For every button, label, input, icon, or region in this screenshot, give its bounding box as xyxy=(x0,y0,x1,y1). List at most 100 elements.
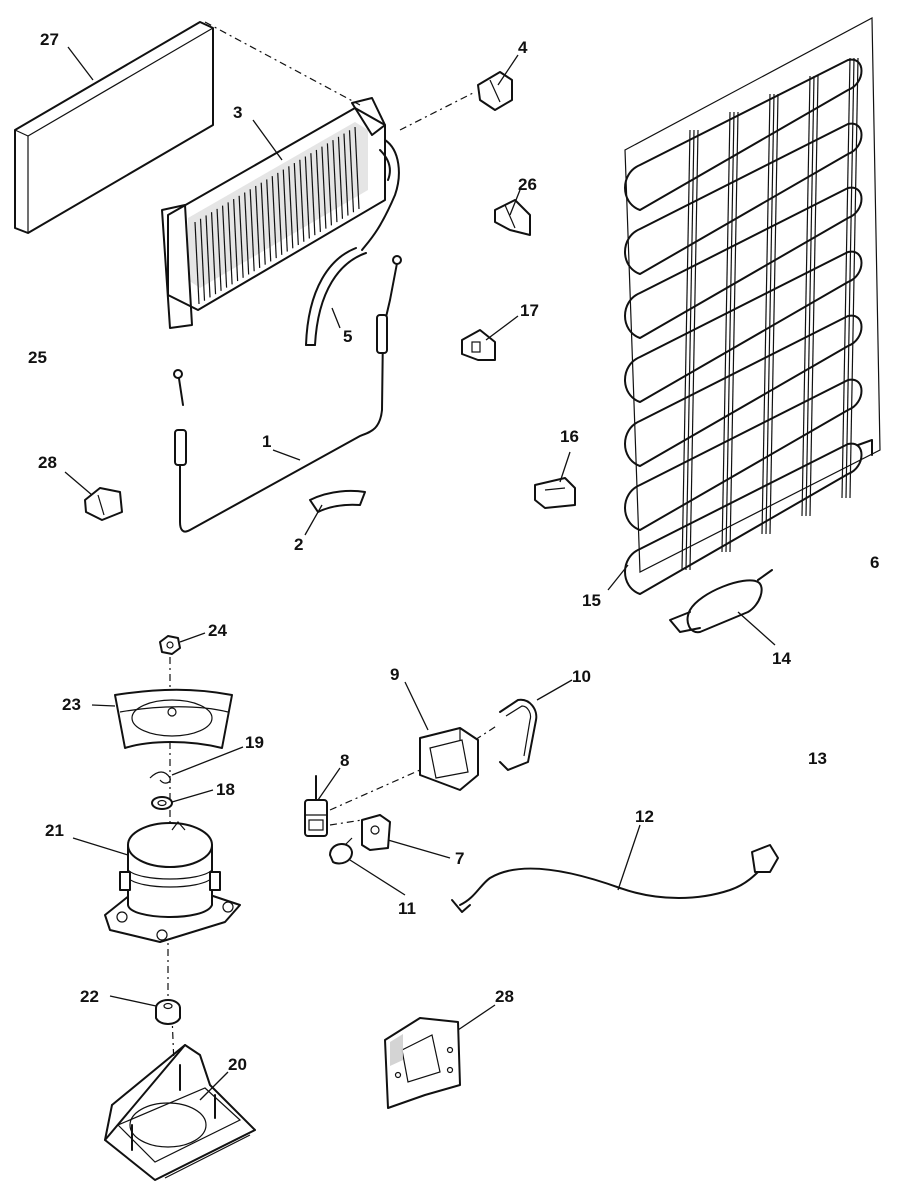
condenser-rail xyxy=(725,111,735,553)
condenser-coil xyxy=(624,250,863,403)
label-9: 9 xyxy=(390,665,399,684)
part-18-grommet xyxy=(151,796,173,810)
label-10: 10 xyxy=(572,667,591,686)
evaporator-fin xyxy=(266,179,272,262)
part-8-relay xyxy=(304,775,328,837)
label-16: 16 xyxy=(560,427,579,446)
label-13: 13 xyxy=(808,749,827,768)
label-5: 5 xyxy=(343,327,352,346)
part-11-plug xyxy=(329,837,353,865)
part-4-bracket xyxy=(477,71,513,111)
part-24-nut xyxy=(159,635,181,655)
part-27-panel xyxy=(14,21,214,234)
label-24: 24 xyxy=(208,621,227,640)
evaporator-fin xyxy=(321,146,327,229)
evaporator-fin xyxy=(304,156,310,239)
part-22-grommet xyxy=(155,999,181,1025)
evaporator-fin xyxy=(354,126,360,210)
label-8: 8 xyxy=(340,751,349,770)
label-17: 17 xyxy=(520,301,539,320)
condenser-rail xyxy=(849,57,859,499)
part-7-bracket xyxy=(361,814,391,851)
condenser-rail xyxy=(761,93,771,535)
evaporator-fin xyxy=(199,218,206,301)
part-26-clip xyxy=(494,199,531,236)
label-4: 4 xyxy=(518,38,528,57)
condenser-rail xyxy=(689,129,699,571)
label-20: 20 xyxy=(228,1055,247,1074)
evaporator-fin xyxy=(310,153,316,236)
part-20-baseplate xyxy=(104,1044,256,1181)
condenser-coil xyxy=(624,186,863,339)
condenser-rail xyxy=(685,129,695,571)
evaporator-fin xyxy=(210,212,217,295)
condenser-rail xyxy=(845,57,855,499)
condenser-rail xyxy=(721,111,731,553)
evaporator-fin xyxy=(260,182,266,265)
condenser-coil xyxy=(624,314,863,467)
condenser-rail xyxy=(769,93,779,535)
part-9-overload xyxy=(419,727,479,791)
label-26: 26 xyxy=(518,175,537,194)
part-12-cord xyxy=(451,844,779,913)
label-12: 12 xyxy=(635,807,654,826)
label-28-lower: 28 xyxy=(495,987,514,1006)
part-10-clip xyxy=(499,698,538,771)
evaporator-fin xyxy=(315,149,321,232)
part-28-clip-upper xyxy=(84,487,123,521)
part-23-cover xyxy=(114,688,233,749)
part-5-tube xyxy=(305,247,367,346)
evaporator-fin xyxy=(271,176,277,259)
condenser-coil xyxy=(624,58,863,211)
condenser-rail xyxy=(801,75,811,517)
label-22: 22 xyxy=(80,987,99,1006)
part-labels: 27 4 3 26 5 17 25 16 1 28 2 15 6 14 24 9… xyxy=(28,30,879,1074)
label-7: 7 xyxy=(455,849,464,868)
label-27: 27 xyxy=(40,30,59,49)
label-14: 14 xyxy=(772,649,791,668)
label-23: 23 xyxy=(62,695,81,714)
evaporator-fin xyxy=(343,133,349,216)
evaporator-fin xyxy=(288,166,294,249)
label-2: 2 xyxy=(294,535,303,554)
part-14-drier xyxy=(669,569,773,634)
evaporator-fin xyxy=(233,199,239,282)
evaporator-fin xyxy=(293,163,299,246)
evaporator-fin xyxy=(326,143,333,226)
evaporator-fin xyxy=(337,136,344,219)
evaporator-fin xyxy=(282,169,288,252)
evaporator-fin xyxy=(244,192,250,275)
label-3: 3 xyxy=(233,103,242,122)
evaporator-fin xyxy=(348,130,355,213)
part-16-bracket xyxy=(534,477,576,509)
part-21-compressor xyxy=(104,821,241,943)
label-25: 25 xyxy=(28,348,47,367)
evaporator-fin xyxy=(216,208,222,291)
evaporator-fin xyxy=(332,140,338,223)
condenser-rail xyxy=(805,75,815,517)
part-17-clip xyxy=(461,329,496,361)
label-21: 21 xyxy=(45,821,64,840)
evaporator-fin xyxy=(227,202,233,285)
part-1-capillary xyxy=(173,255,402,533)
condenser-rail xyxy=(681,129,691,571)
part-2-clip xyxy=(309,490,366,513)
evaporator-fin xyxy=(238,195,244,278)
evaporator-fin xyxy=(221,205,228,288)
label-28-upper: 28 xyxy=(38,453,57,472)
part-28-shield-lower xyxy=(384,1017,461,1109)
condenser-rail xyxy=(809,75,819,517)
part-6-condenser xyxy=(624,17,881,595)
label-15: 15 xyxy=(582,591,601,610)
evaporator-fin xyxy=(299,159,305,242)
condenser-rail xyxy=(765,93,775,535)
evaporator-fin xyxy=(277,172,283,255)
evaporator-fin xyxy=(205,215,211,298)
condenser-rail xyxy=(841,57,851,499)
condenser-rail xyxy=(729,111,739,553)
part-3-evaporator xyxy=(161,97,400,329)
label-6: 6 xyxy=(870,553,879,572)
part-19-clip xyxy=(149,771,171,784)
label-1: 1 xyxy=(262,432,271,451)
